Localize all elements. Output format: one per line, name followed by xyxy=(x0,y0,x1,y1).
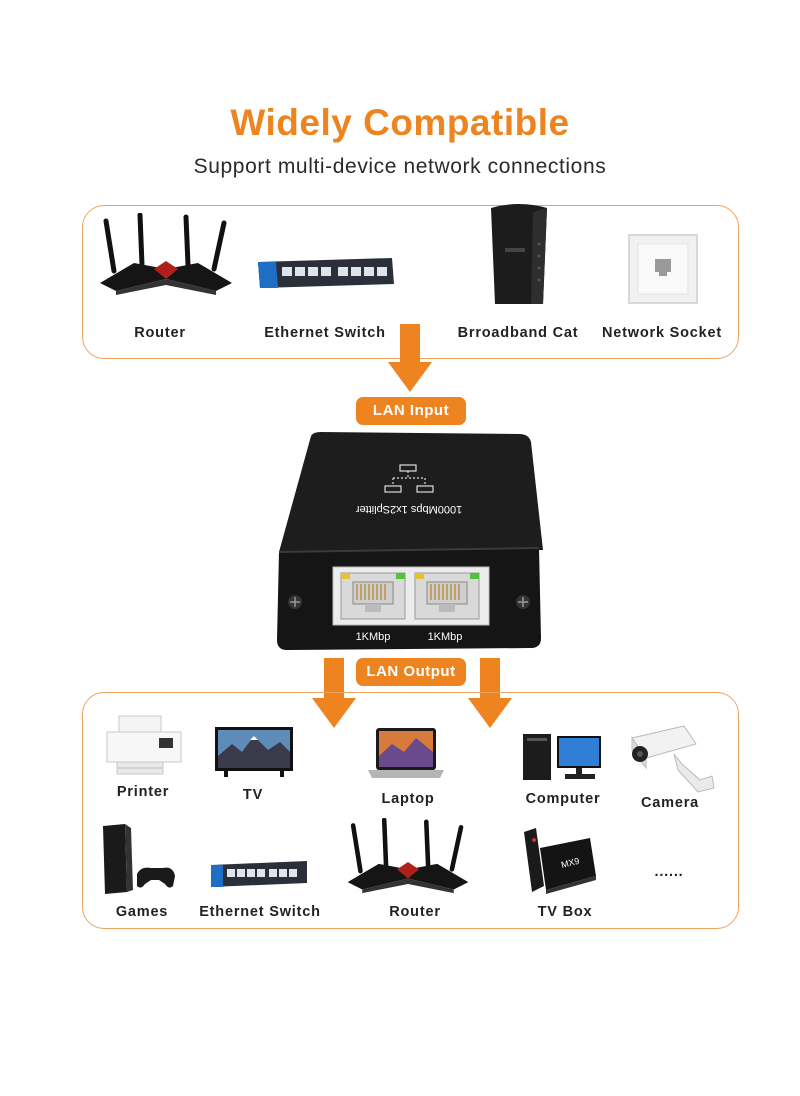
rj45-port-1 xyxy=(340,572,406,620)
screw-right-icon xyxy=(516,595,530,609)
screw-left-icon xyxy=(288,595,302,609)
input-label-broadband-cat: Brroadband Cat xyxy=(457,325,579,341)
page-title: Widely Compatible xyxy=(230,102,570,143)
input-label-ethernet-switch: Ethernet Switch xyxy=(264,325,386,341)
router-icon xyxy=(347,818,469,894)
game-console-icon xyxy=(103,824,175,894)
page-subtitle: Support multi-device network connections xyxy=(193,155,607,178)
output-label-computer: Computer xyxy=(525,791,601,807)
lan-input-badge: LAN Input xyxy=(356,397,466,425)
arrow-down-right-icon xyxy=(468,658,512,728)
router-icon xyxy=(100,213,232,295)
output-label-games: Games xyxy=(115,904,169,920)
output-label-more: ...... xyxy=(654,864,684,880)
output-label-ethernet-switch: Ethernet Switch xyxy=(199,904,321,920)
rj45-port-2 xyxy=(414,572,480,620)
svg-text:MX9: MX9 xyxy=(560,856,580,870)
input-label-router: Router xyxy=(134,325,186,341)
splitter-top-text: 1000Mbps 1x2Splitter xyxy=(355,503,462,515)
laptop-icon xyxy=(368,728,444,778)
ethernet-switch-icon xyxy=(211,861,307,887)
network-socket-icon xyxy=(628,234,698,304)
output-label-tv: TV xyxy=(242,787,264,803)
port-2-label: 1KMbp xyxy=(428,631,463,643)
camera-icon xyxy=(631,725,715,793)
input-label-network-socket: Network Socket xyxy=(602,325,722,341)
broadband-modem-icon xyxy=(491,204,547,304)
printer-icon xyxy=(106,715,182,775)
output-label-printer: Printer xyxy=(116,784,170,800)
splitter-device: 1000Mbps 1x2Splitter xyxy=(277,432,543,650)
port-1-label: 1KMbp xyxy=(356,631,391,643)
output-label-tv-box: TV Box xyxy=(537,904,593,920)
arrow-down-left-icon xyxy=(312,658,356,728)
output-label-laptop: Laptop xyxy=(381,791,435,807)
tv-box-icon: MX9 xyxy=(524,828,596,894)
output-label-router: Router xyxy=(389,904,441,920)
output-devices-panel xyxy=(82,692,739,929)
ethernet-switch-icon xyxy=(258,258,394,288)
output-label-camera: Camera xyxy=(641,795,699,811)
lan-output-badge: LAN Output xyxy=(356,658,466,686)
tv-icon xyxy=(215,727,293,777)
computer-icon xyxy=(523,734,601,780)
arrow-down-icon xyxy=(388,324,432,392)
